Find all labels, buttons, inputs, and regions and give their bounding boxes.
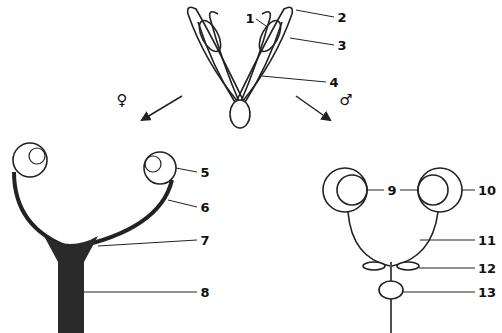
vas-deferens-left: [348, 212, 390, 266]
testis-left: [323, 168, 367, 212]
callout-number: 12: [478, 262, 496, 275]
duct-right-outer: [240, 12, 270, 104]
leader-line: [262, 76, 326, 82]
callout-number: 6: [200, 201, 209, 214]
duct-left-inner: [198, 22, 236, 104]
callout-number: 4: [329, 76, 338, 89]
duct-right: [237, 7, 292, 102]
leader-line: [400, 190, 418, 191]
indifferent-stage: [188, 7, 293, 128]
ovary-right: [144, 152, 176, 184]
uterine-tube-left: [14, 172, 70, 248]
callout-number: 7: [200, 234, 209, 247]
gonad-left: [195, 17, 225, 55]
callout-number: 13: [478, 286, 496, 299]
arrow-female: [142, 96, 182, 120]
duct-left-outer: [210, 12, 240, 104]
follicle-right: [145, 156, 161, 172]
arrows: [142, 96, 330, 120]
leader-line: [176, 168, 197, 172]
callout-number: 3: [337, 39, 346, 52]
leader-line: [403, 292, 475, 293]
seminal-vesicle-left: [363, 262, 385, 270]
arrow-male: [296, 96, 330, 120]
sex-symbol: ♂: [339, 93, 352, 108]
callout-number: 8: [200, 286, 209, 299]
leader-line: [367, 190, 384, 191]
leader-line: [290, 38, 334, 45]
urogenital-sinus: [230, 100, 250, 128]
duct-left: [188, 7, 243, 102]
leader-line: [420, 240, 475, 241]
prostate: [379, 281, 403, 299]
testis-right: [418, 168, 462, 212]
callout-number: 1: [245, 12, 254, 25]
gonad-right: [255, 17, 285, 55]
callout-number: 5: [200, 166, 209, 179]
leader-line: [168, 200, 197, 207]
vas-deferens-right: [392, 212, 438, 266]
epididymis-left: [337, 175, 367, 205]
leader-line: [98, 240, 197, 246]
callout-number: 2: [337, 11, 346, 24]
epididymis-right: [418, 175, 448, 205]
callout-number: 10: [478, 184, 496, 197]
uterine-tube-right: [72, 180, 172, 248]
leader-line: [256, 19, 266, 26]
seminal-vesicle-right: [397, 262, 419, 270]
duct-right-inner: [244, 22, 282, 104]
leader-line: [419, 268, 475, 269]
callout-number: 9: [387, 184, 396, 197]
leader-lines: [84, 10, 475, 292]
female-organs: [13, 143, 176, 333]
ovary-left: [13, 143, 47, 177]
male-organs: [323, 168, 462, 333]
leader-line: [296, 10, 334, 17]
sex-symbol: ♀: [117, 93, 128, 108]
callout-number: 11: [478, 234, 496, 247]
follicle-left: [29, 148, 45, 164]
leader-line: [462, 190, 475, 191]
uterus-vagina: [44, 236, 98, 333]
leader-line: [84, 292, 197, 293]
